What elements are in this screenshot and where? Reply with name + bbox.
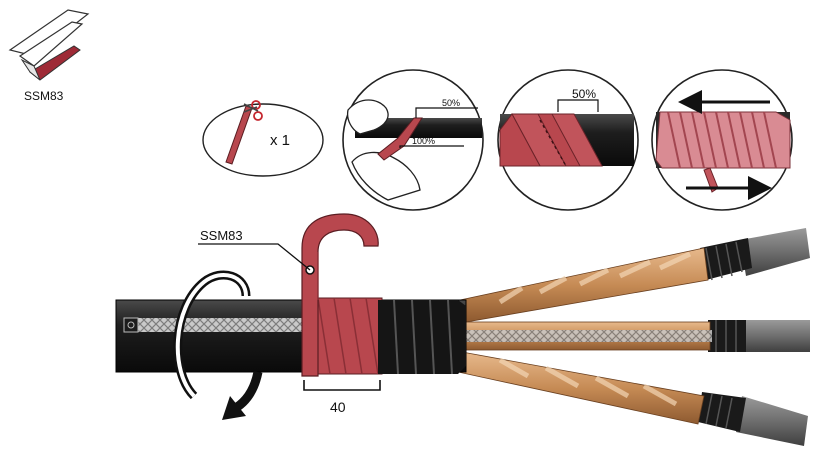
step-stretch-tape: 50% 100%	[342, 69, 484, 211]
product-code-label: SSM83	[24, 89, 64, 103]
rotation-arrow-head	[222, 396, 246, 420]
core-band-middle	[708, 320, 746, 352]
black-tape-band	[378, 299, 466, 375]
hand-lower-icon	[351, 151, 421, 201]
tape-loop	[301, 213, 379, 377]
stretch-overlap-label: 50%	[442, 98, 460, 108]
tape-product-icon	[8, 9, 90, 81]
full-wrap-tape	[655, 111, 791, 169]
step-cut-tape: x 1	[202, 100, 324, 177]
wrapped-tape-turns	[499, 113, 603, 167]
step-cut-frame	[202, 103, 324, 177]
tape-callout-label: SSM83	[200, 228, 243, 243]
overlap-percent-label: 50%	[572, 87, 596, 101]
core-band-top	[700, 238, 752, 280]
copper-core-top	[459, 247, 709, 323]
core-sheath-middle	[744, 320, 810, 352]
hand-icon	[346, 99, 389, 135]
scissors-icon	[243, 100, 263, 121]
dimension-label: 40	[330, 399, 346, 415]
dimension-bracket: 40	[303, 380, 381, 415]
step-overlap-wrap: 50%	[497, 69, 639, 211]
step-wrap-direction	[651, 69, 793, 211]
core-sheath-top	[740, 228, 810, 276]
copper-core-bottom	[457, 351, 705, 425]
core-sheath-bottom	[736, 396, 808, 446]
cut-count-label: x 1	[270, 132, 290, 149]
stretch-percent-label: 100%	[412, 136, 435, 146]
rotation-arrow	[173, 270, 263, 420]
cable-assembly	[115, 213, 810, 446]
tape-callout: SSM83	[198, 228, 315, 275]
